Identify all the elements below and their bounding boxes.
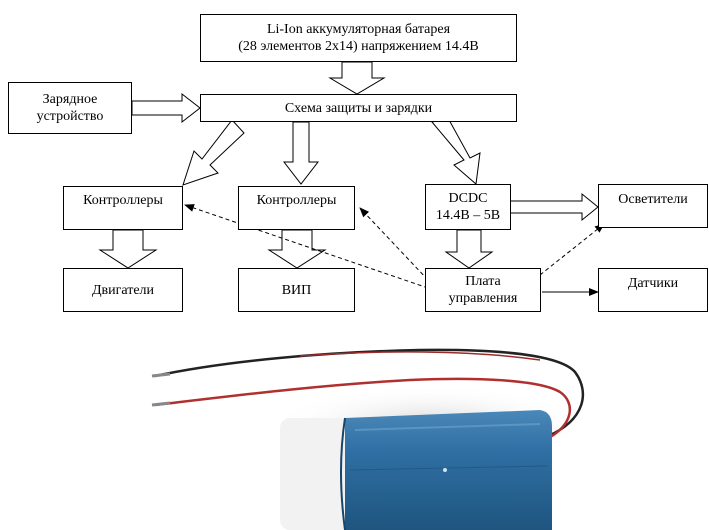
battery-pack-photo bbox=[151, 348, 590, 530]
block-controllers-mid-label: Контроллеры bbox=[256, 193, 337, 208]
block-protection-label: Схема защиты и зарядки bbox=[284, 100, 433, 116]
block-sensors: Датчики bbox=[598, 268, 708, 312]
arrow-protection-to-controllers-left bbox=[182, 119, 245, 186]
block-charger: Зарядное устройство bbox=[8, 82, 132, 134]
block-control-board: Плата управления bbox=[425, 268, 541, 312]
block-battery-line2: (28 элементов 2x14) напряжением 14.4В bbox=[238, 39, 479, 54]
block-motors-label: Двигатели bbox=[91, 282, 155, 298]
link-board-to-controllers-mid bbox=[359, 207, 429, 281]
block-vip-label: ВИП bbox=[281, 282, 312, 298]
link-board-to-lights bbox=[539, 223, 605, 276]
block-protection: Схема защиты и зарядки bbox=[200, 94, 517, 122]
block-lights-label: Осветители bbox=[618, 192, 688, 207]
block-dcdc-line1: DCDC bbox=[448, 191, 488, 206]
arrow-dcdc-to-lights bbox=[509, 192, 599, 222]
pack-body bbox=[345, 410, 552, 530]
block-lights: Осветители bbox=[598, 184, 708, 228]
block-controllers-left: Контроллеры bbox=[63, 186, 183, 230]
block-controllers-mid: Контроллеры bbox=[238, 186, 355, 230]
block-battery-line1: Li-Ion аккумуляторная батарея bbox=[266, 22, 451, 37]
arrow-dcdc-to-board bbox=[444, 229, 494, 269]
block-charger-line1: Зарядное bbox=[42, 92, 98, 107]
block-sensors-label: Датчики bbox=[627, 276, 679, 291]
arrow-controllers-to-vip bbox=[267, 229, 327, 269]
block-control-board-line1: Плата bbox=[465, 274, 501, 289]
block-vip: ВИП bbox=[238, 268, 355, 312]
block-dcdc-line2: 14.4В – 5В bbox=[435, 208, 501, 223]
block-charger-line2: устройство bbox=[36, 109, 104, 124]
arrow-charger-to-protection bbox=[131, 92, 201, 124]
arrow-protection-to-dcdc bbox=[431, 117, 481, 185]
wire-tip-2 bbox=[151, 401, 171, 407]
wire-red bbox=[154, 377, 572, 442]
pack-end-white bbox=[280, 418, 350, 530]
block-motors: Двигатели bbox=[63, 268, 183, 312]
arrow-protection-to-controllers-mid bbox=[282, 121, 320, 185]
arrow-battery-to-protection bbox=[328, 61, 386, 95]
block-battery: Li-Ion аккумуляторная батарея (28 элемен… bbox=[200, 14, 517, 62]
block-dcdc: DCDC 14.4В – 5В bbox=[425, 184, 511, 230]
block-controllers-left-label: Контроллеры bbox=[83, 193, 163, 208]
block-control-board-line2: управления bbox=[448, 291, 518, 306]
wire-tip-1 bbox=[151, 372, 171, 378]
arrow-controllers-to-motors bbox=[98, 229, 158, 269]
wire-black bbox=[154, 348, 585, 438]
